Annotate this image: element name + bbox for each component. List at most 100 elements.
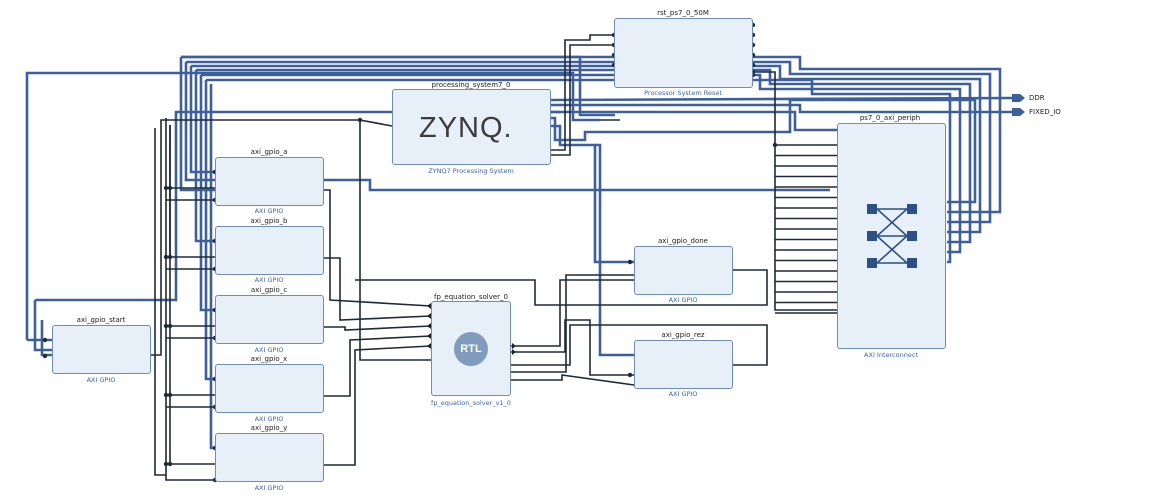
net-junction-dot — [627, 372, 633, 378]
ddr-port-icon[interactable] — [1012, 93, 1026, 103]
axi-gpio-rez-block[interactable] — [634, 340, 733, 389]
gpio-a-title: axi_gpio_a — [250, 148, 288, 156]
net-junction-dot — [357, 117, 363, 123]
axi-bus-wire[interactable] — [199, 75, 215, 312]
signal-net-wire[interactable] — [165, 118, 215, 481]
interconnect-block-title: ps7_0_axi_periph — [859, 114, 921, 122]
fixed-io-port-icon[interactable] — [1012, 107, 1026, 117]
axi-bus-wire[interactable] — [551, 110, 837, 132]
signal-net-wire[interactable] — [320, 257, 432, 321]
signal-net-wire[interactable] — [169, 326, 215, 396]
signal-net-wire[interactable] — [551, 34, 614, 151]
net-junction-dot — [167, 254, 173, 260]
signal-net-wire[interactable] — [151, 119, 431, 361]
axi-gpio-start-block[interactable] — [52, 325, 151, 374]
net-junction-dot — [42, 353, 48, 359]
net-junction-dot — [167, 461, 173, 467]
gpio-x-subtitle: AXI GPIO — [254, 415, 284, 423]
gpio-a-subtitle: AXI GPIO — [254, 207, 284, 215]
gpio-rez-title: axi_gpio_rez — [661, 331, 705, 339]
net-junction-dot — [163, 461, 169, 467]
gpio-b-subtitle: AXI GPIO — [254, 276, 284, 284]
input-port-arrow-icon — [427, 343, 431, 349]
output-port-arrow-icon — [512, 349, 516, 355]
axi-bus-wire[interactable] — [179, 57, 215, 192]
input-port-arrow-icon — [427, 303, 431, 309]
processing-system-block[interactable]: ZYNQ. — [392, 89, 551, 165]
net-junction-dot — [163, 323, 169, 329]
rtl-logo-icon: RTL — [454, 332, 488, 366]
input-port-arrow-icon — [427, 313, 431, 319]
axi-interconnect-block[interactable] — [837, 123, 946, 349]
signal-net-wire[interactable] — [320, 335, 432, 397]
axi-bus-wire[interactable] — [550, 96, 1013, 102]
gpio-done-subtitle: AXI GPIO — [668, 296, 698, 304]
ddr-port-label: DDR — [1029, 94, 1045, 102]
signal-net-wire[interactable] — [320, 345, 432, 466]
fixed-io-port-label: FIXED_IO — [1029, 108, 1061, 116]
signal-net-wire[interactable] — [511, 324, 768, 366]
interconnect-block-subtitle: AXI Interconnect — [864, 351, 918, 359]
net-junction-dot — [167, 392, 173, 398]
axi-gpio-y-block[interactable] — [215, 433, 324, 482]
signal-net-wire[interactable] — [355, 269, 768, 306]
ps-block-subtitle: ZYNQ7 Processing System — [428, 167, 514, 175]
signal-net-wire[interactable] — [511, 274, 634, 373]
rst-block-subtitle: Processor System Reset — [644, 89, 722, 97]
axi-bus-wire[interactable] — [40, 320, 52, 357]
axi-bus-wire[interactable] — [35, 110, 560, 302]
axi-gpio-done-block[interactable] — [634, 246, 733, 295]
signal-net-wire[interactable] — [511, 279, 634, 347]
axi-bus-wire[interactable] — [551, 103, 1012, 114]
net-junction-dot — [772, 142, 778, 148]
net-junction-dot — [42, 337, 48, 343]
gpio-y-title: axi_gpio_y — [250, 424, 288, 432]
axi-gpio-a-block[interactable] — [215, 157, 324, 206]
gpio-c-title: axi_gpio_c — [250, 286, 288, 294]
signal-net-wire[interactable] — [320, 189, 432, 307]
gpio-start-subtitle: AXI GPIO — [86, 376, 116, 384]
signal-net-wire[interactable] — [511, 374, 635, 386]
axi-bus-wire[interactable] — [25, 71, 600, 340]
axi-bus-wire[interactable] — [551, 124, 634, 264]
axi-gpio-x-block[interactable] — [215, 364, 324, 413]
solver-subtitle: fp_equation_solver_v1_0 — [431, 399, 511, 407]
axi-bus-wire[interactable] — [194, 70, 215, 243]
net-junction-dot — [163, 254, 169, 260]
crossbar-icon — [867, 204, 917, 268]
axi-gpio-b-block[interactable] — [215, 226, 324, 275]
gpio-x-title: axi_gpio_x — [250, 355, 288, 363]
output-port-arrow-icon — [512, 343, 516, 349]
signal-net-wire[interactable] — [511, 319, 634, 376]
signal-net-wire[interactable] — [320, 325, 432, 331]
net-junction-dot — [167, 323, 173, 329]
axi-bus-wire[interactable] — [184, 62, 830, 192]
ps-block-title: processing_system7_0 — [431, 81, 511, 89]
zynq-logo: ZYNQ. — [419, 112, 513, 144]
axi-gpio-c-block[interactable] — [215, 295, 324, 344]
rst-ps7-block[interactable] — [614, 18, 753, 88]
input-port-arrow-icon — [427, 333, 431, 339]
gpio-b-title: axi_gpio_b — [250, 217, 288, 225]
net-junction-dot — [163, 185, 169, 191]
axi-bus-wire[interactable] — [33, 300, 52, 352]
gpio-c-subtitle: AXI GPIO — [254, 346, 284, 354]
signal-net-wire[interactable] — [753, 71, 837, 311]
net-junction-dot — [163, 392, 169, 398]
rst-block-title: rst_ps7_0_50M — [657, 9, 709, 17]
axi-bus-wire[interactable] — [595, 143, 634, 357]
signal-net-wire[interactable] — [154, 128, 166, 476]
axi-bus-wire[interactable] — [551, 98, 977, 204]
signal-net-wire[interactable] — [551, 44, 614, 156]
signal-net-wire[interactable] — [169, 395, 215, 465]
gpio-rez-subtitle: AXI GPIO — [668, 390, 698, 398]
gpio-y-subtitle: AXI GPIO — [254, 484, 284, 492]
signal-net-wire[interactable] — [359, 119, 393, 127]
fp-equation-solver-block[interactable]: RTL — [431, 301, 511, 396]
gpio-start-title: axi_gpio_start — [76, 316, 126, 324]
solver-title: fp_equation_solver_0 — [434, 293, 508, 301]
gpio-done-title: axi_gpio_done — [658, 237, 708, 245]
net-junction-dot — [627, 259, 633, 265]
input-port-arrow-icon — [427, 323, 431, 329]
